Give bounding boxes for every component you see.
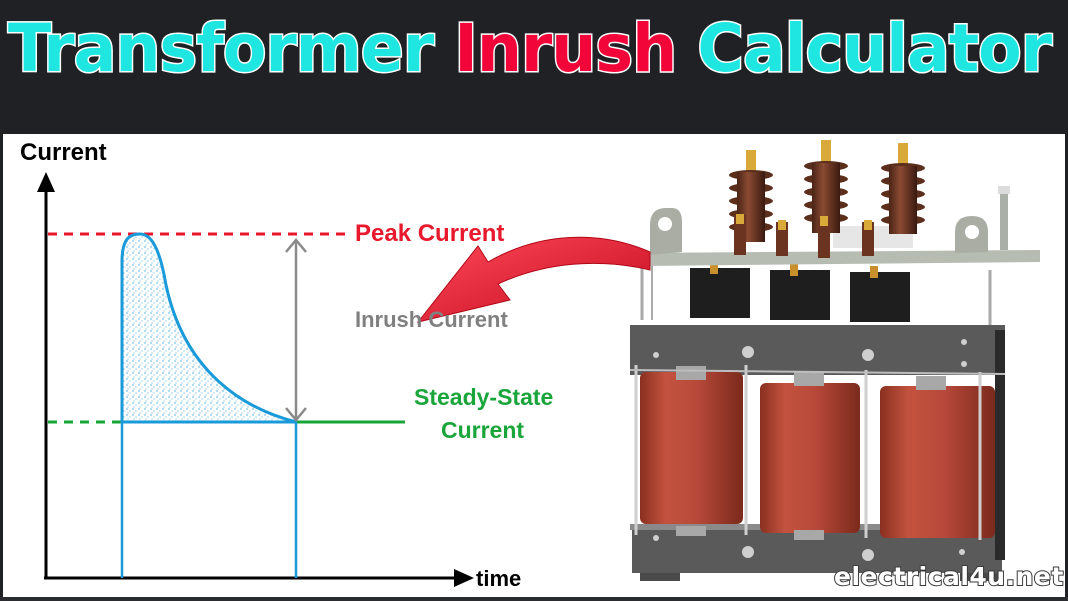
y-axis-label: Current: [20, 139, 107, 166]
title-word-inrush: Inrush: [453, 10, 679, 87]
title-word-calculator: Calculator: [696, 10, 1053, 87]
title-banner: Transformer Inrush Calculator: [0, 0, 1068, 133]
inrush-magnitude-arrow: [285, 238, 307, 422]
inrush-curve: [120, 232, 297, 424]
steady-state-label-line2: Current: [441, 417, 524, 443]
hv-bushing-3: [881, 143, 925, 234]
coil-1: [640, 372, 743, 524]
page-title: Transformer Inrush Calculator: [7, 14, 1054, 83]
transformer-illustration: [629, 140, 1040, 581]
bottom-edge: [0, 597, 1068, 601]
red-pointer-arrow-icon: [416, 236, 651, 323]
steady-state-label-line1: Steady-State: [414, 384, 553, 410]
coil-3: [880, 386, 995, 538]
hv-bushing-2: [804, 140, 848, 233]
peak-current-label: Peak Current: [355, 220, 504, 247]
axes: [37, 172, 474, 587]
x-axis-arrow-icon: [454, 569, 474, 587]
y-axis-arrow-icon: [37, 172, 55, 192]
x-axis-label: time: [476, 566, 521, 591]
title-word-transformer: Transformer: [7, 10, 436, 87]
watermark: electrical4u.net: [833, 561, 1064, 592]
coil-2: [760, 383, 860, 533]
inrush-current-label: Inrush Current: [355, 307, 508, 332]
